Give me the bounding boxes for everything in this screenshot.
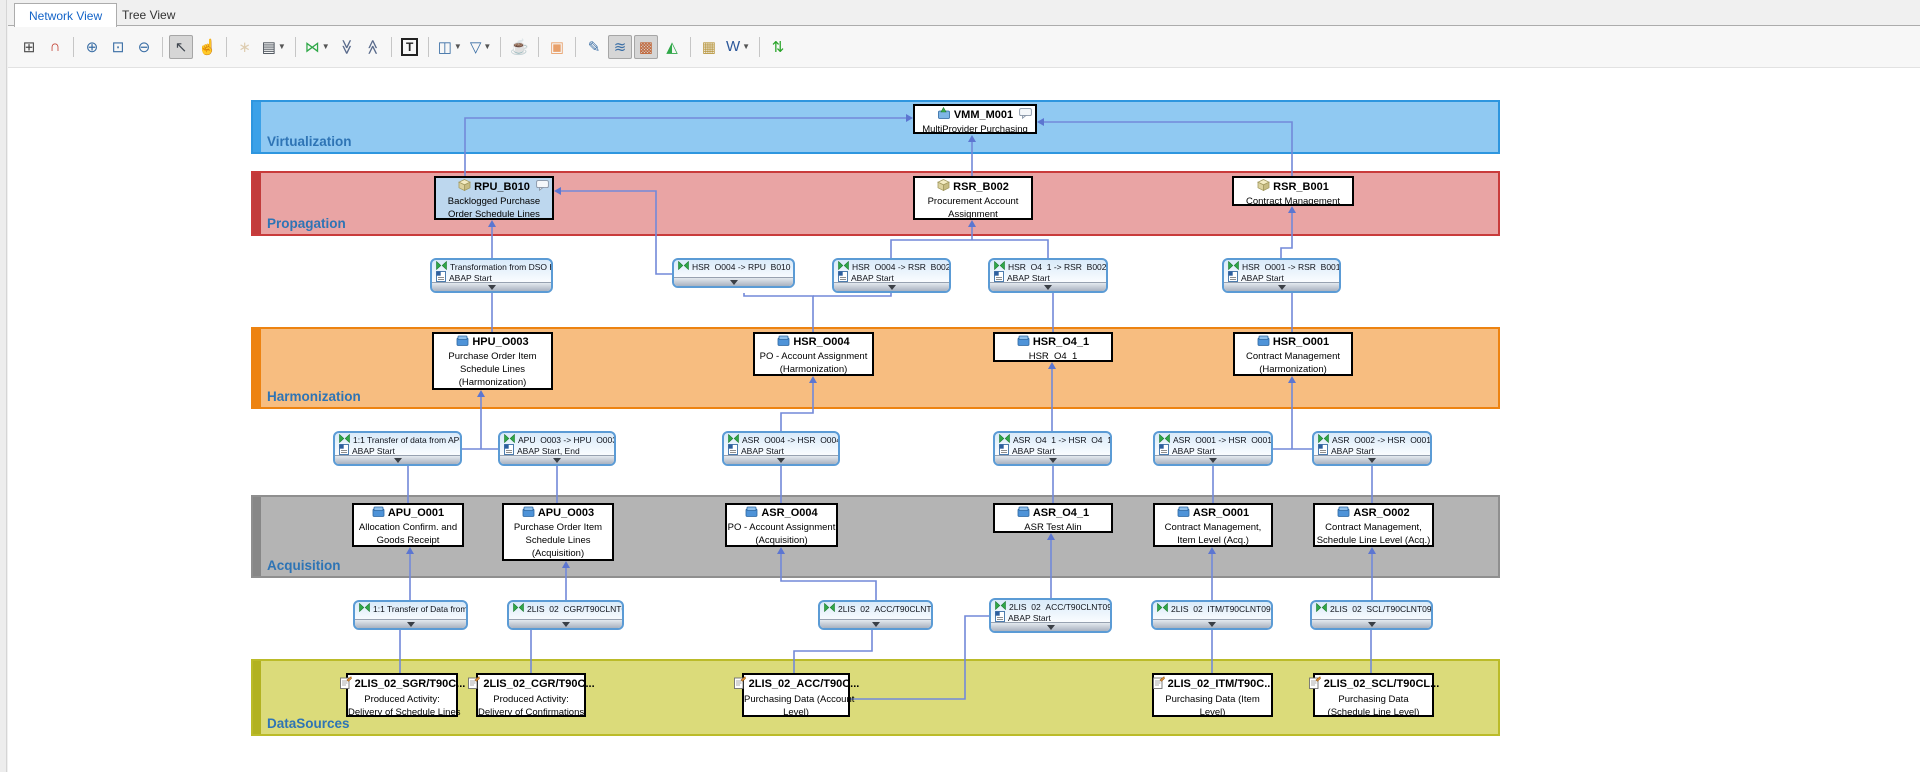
toolbar-separator (759, 37, 760, 57)
left-splitter[interactable] (0, 0, 7, 772)
zoom-fit-icon[interactable]: ⊡ (106, 35, 130, 59)
select-pointer-icon[interactable]: ↖ (169, 35, 193, 59)
zoom-in-icon[interactable]: ⊕ (80, 35, 104, 59)
toolbar-separator (391, 37, 392, 57)
select-pointer-icon-glyph: ↖ (175, 38, 188, 56)
word-export-icon-glyph: W (726, 38, 740, 55)
data-preview-icon[interactable]: ▦ (697, 35, 721, 59)
pan-hand-icon-glyph: ☝ (198, 38, 217, 56)
snap-magnet-icon[interactable]: ∩ (43, 35, 67, 59)
network-canvas[interactable] (8, 68, 1920, 772)
color-palette-icon[interactable]: ▩ (634, 35, 658, 59)
auto-layout-icon-glyph: ∗ (238, 38, 251, 56)
toolbar-separator (538, 37, 539, 57)
layers-image-icon-glyph: ◭ (666, 38, 678, 56)
expand-all-icon[interactable]: ≪ (361, 35, 385, 59)
layers-edit-icon[interactable]: ✎ (582, 35, 606, 59)
table-lookup-icon[interactable]: ◫▼ (435, 35, 465, 59)
tab-tree-view[interactable]: Tree View (108, 3, 189, 27)
fit-transformation-icon[interactable]: ⋈▼ (302, 35, 333, 59)
fit-transformation-icon-dropdown-arrow[interactable]: ▼ (322, 42, 330, 51)
table-lookup-icon-glyph: ◫ (438, 38, 452, 56)
toolbar-separator (690, 37, 691, 57)
refresh-icon[interactable]: ⇅ (766, 35, 790, 59)
text-display-icon[interactable]: T (398, 35, 422, 59)
toolbar-separator (73, 37, 74, 57)
snap-magnet-icon-glyph: ∩ (50, 38, 61, 55)
collapse-all-icon-glyph: ≫ (338, 39, 356, 55)
filter-icon[interactable]: ▽▼ (467, 35, 494, 59)
toolbar-separator (162, 37, 163, 57)
toolbar-separator (428, 37, 429, 57)
table-lookup-icon-dropdown-arrow[interactable]: ▼ (454, 42, 462, 51)
data-preview-icon-glyph: ▦ (702, 38, 716, 56)
grid-icon[interactable]: ⊞ (17, 35, 41, 59)
filter-icon-glyph: ▽ (470, 38, 482, 56)
collapse-all-icon[interactable]: ≫ (335, 35, 359, 59)
filter-icon-dropdown-arrow[interactable]: ▼ (483, 42, 491, 51)
style-settings-icon-glyph: ☕ (510, 38, 529, 56)
swimlane-layout-icon-dropdown-arrow[interactable]: ▼ (278, 42, 286, 51)
swimlane-layout-icon-glyph: ▤ (262, 38, 276, 56)
frame-color-icon-glyph: ▣ (550, 38, 564, 56)
expand-all-icon-glyph: ≪ (364, 39, 382, 55)
grid-icon-glyph: ⊞ (23, 38, 36, 56)
style-settings-icon[interactable]: ☕ (507, 35, 532, 59)
layers-edit-icon-glyph: ✎ (588, 38, 601, 56)
layers-view-icon[interactable]: ≋ (608, 35, 632, 59)
layers-image-icon[interactable]: ◭ (660, 35, 684, 59)
diagram-toolbar: ⊞∩⊕⊡⊖↖☝∗▤▼⋈▼≫≪T◫▼▽▼☕▣✎≋▩◭▦W▼⇅ (8, 26, 1920, 68)
zoom-out-icon[interactable]: ⊖ (132, 35, 156, 59)
fit-transformation-icon-glyph: ⋈ (305, 38, 320, 56)
layers-view-icon-glyph: ≋ (614, 38, 627, 56)
text-display-icon-glyph: T (401, 38, 418, 56)
color-palette-icon-glyph: ▩ (639, 38, 653, 56)
frame-color-icon[interactable]: ▣ (545, 35, 569, 59)
view-tabbar: Network View Tree View (8, 0, 1920, 26)
refresh-icon-glyph: ⇅ (772, 38, 785, 56)
auto-layout-icon[interactable]: ∗ (233, 35, 257, 59)
zoom-in-icon-glyph: ⊕ (86, 38, 99, 56)
tab-network-view[interactable]: Network View (14, 3, 117, 27)
toolbar-separator (295, 37, 296, 57)
word-export-icon[interactable]: W▼ (723, 35, 753, 59)
pan-hand-icon[interactable]: ☝ (195, 35, 220, 59)
tab-network-view-label: Network View (29, 9, 102, 23)
swimlane-layout-icon[interactable]: ▤▼ (259, 35, 289, 59)
tab-tree-view-label: Tree View (122, 8, 175, 22)
zoom-out-icon-glyph: ⊖ (138, 38, 151, 56)
zoom-fit-icon-glyph: ⊡ (112, 38, 125, 56)
toolbar-separator (575, 37, 576, 57)
toolbar-separator (500, 37, 501, 57)
word-export-icon-dropdown-arrow[interactable]: ▼ (742, 42, 750, 51)
toolbar-separator (226, 37, 227, 57)
